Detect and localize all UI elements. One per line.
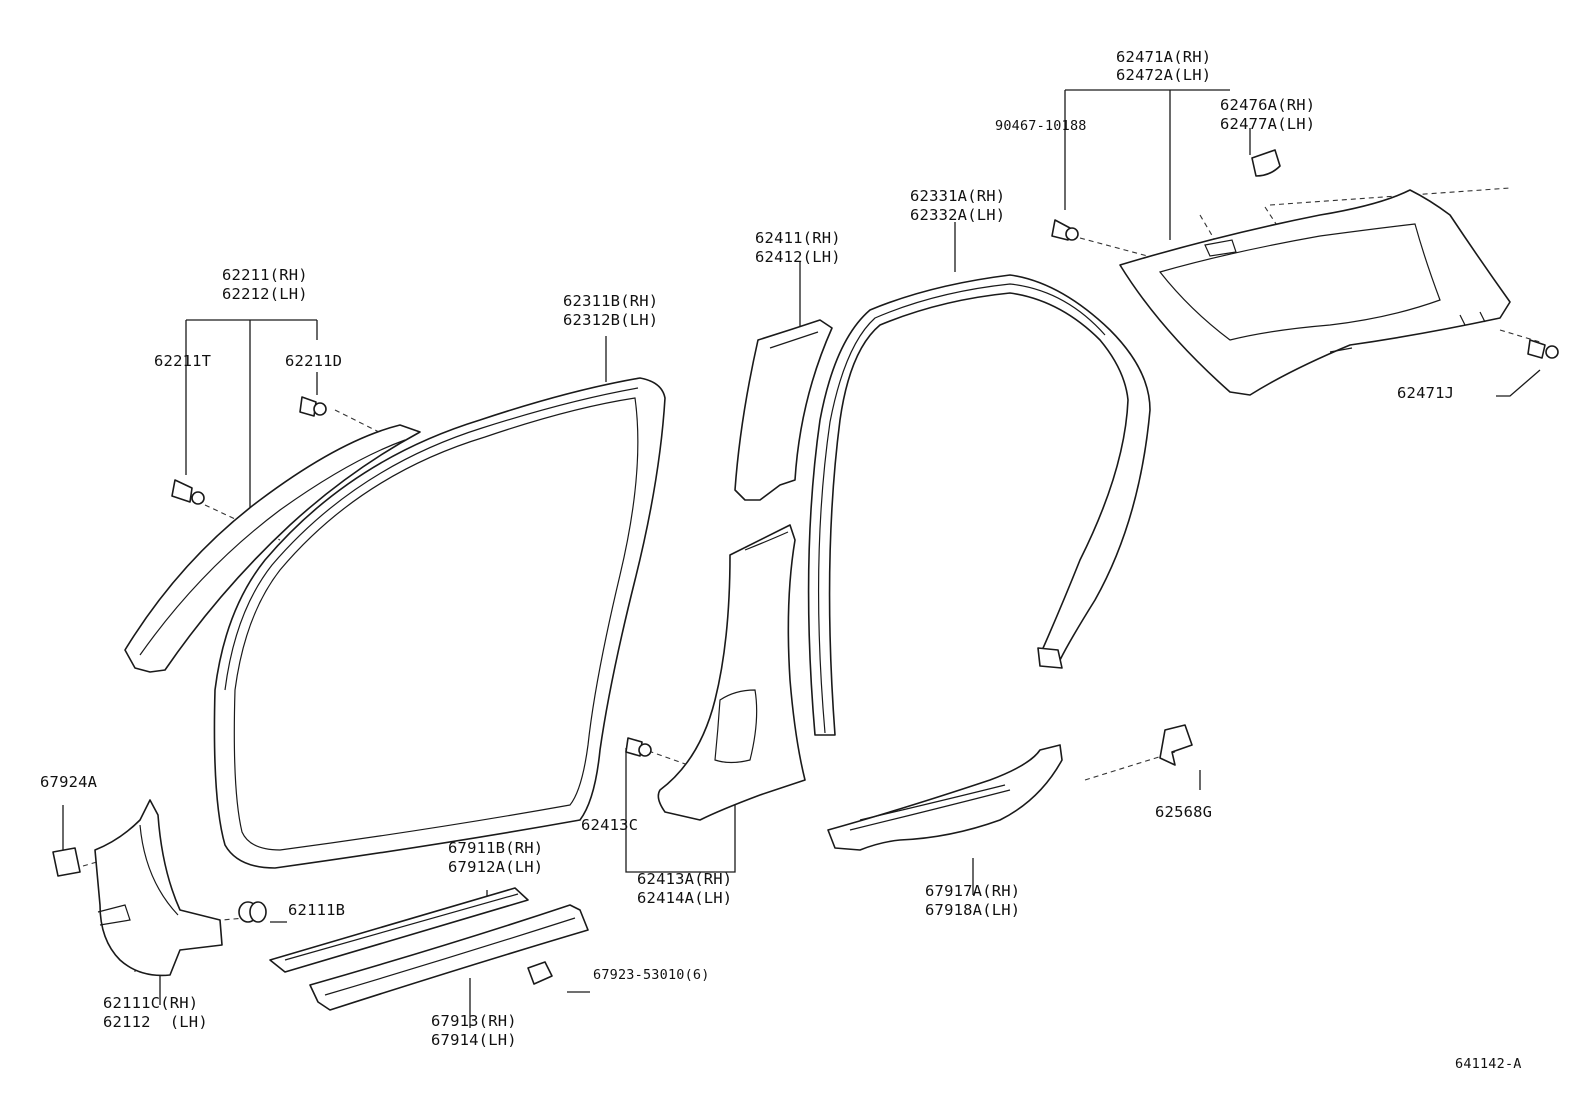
label-67914: 67914(LH) xyxy=(431,1031,517,1049)
label-62472A: 62472A(LH) xyxy=(1116,66,1211,84)
center-pillar-lower-62413A xyxy=(657,524,806,821)
clip-62211T xyxy=(171,479,205,505)
clip-67923 xyxy=(527,961,553,985)
scuff-plate-67913 xyxy=(309,904,589,1011)
clip-62413C xyxy=(625,737,652,757)
label-62471A: 62471A(RH) xyxy=(1116,48,1211,66)
scuff-plate-67917A xyxy=(827,744,1063,851)
label-diagram-id: 641142-A xyxy=(1455,1056,1522,1072)
label-67924A: 67924A xyxy=(40,773,98,791)
cowl-side-trim-62111C xyxy=(94,799,223,977)
clip-90467-10188 xyxy=(1051,219,1079,241)
clip-62471J xyxy=(1527,339,1559,359)
label-67923-53010: 67923-53010(6) xyxy=(593,967,710,983)
label-62211D: 62211D xyxy=(285,352,342,370)
rear-pillar-garnish-62471A xyxy=(1119,189,1511,396)
center-pillar-upper-62411 xyxy=(734,319,833,501)
label-62212: 62212(LH) xyxy=(222,285,308,303)
clip-62211D xyxy=(299,396,327,417)
label-62311B: 62311B(RH) xyxy=(563,292,658,310)
scuff-plate-67911B xyxy=(269,887,529,973)
part-labels: 62471A(RH) 62472A(LH) 90467-10188 62476A… xyxy=(40,48,1522,1072)
label-67913: 67913(RH) xyxy=(431,1012,517,1030)
label-62471J: 62471J xyxy=(1397,384,1454,402)
label-67912A: 67912A(LH) xyxy=(448,858,543,876)
cover-62476A xyxy=(1251,149,1281,177)
label-62411: 62411(RH) xyxy=(755,229,841,247)
clip-62111B xyxy=(238,901,267,923)
label-62414A: 62414A(LH) xyxy=(637,889,732,907)
label-90467-10188: 90467-10188 xyxy=(995,118,1087,134)
label-62413A: 62413A(RH) xyxy=(637,870,732,888)
front-pillar-garnish-62211 xyxy=(124,424,421,673)
clip-62568G xyxy=(1159,724,1193,766)
label-62211: 62211(RH) xyxy=(222,266,308,284)
door-opening-trim-62331A xyxy=(807,274,1151,736)
label-67918A: 67918A(LH) xyxy=(925,901,1020,919)
label-62412: 62412(LH) xyxy=(755,248,841,266)
clip-67924A xyxy=(52,847,81,877)
label-62312B: 62312B(LH) xyxy=(563,311,658,329)
label-62211T: 62211T xyxy=(154,352,211,370)
label-62112: 62112 (LH) xyxy=(103,1013,208,1031)
label-67911B: 67911B(RH) xyxy=(448,839,543,857)
door-opening-trim-62311B xyxy=(213,377,666,869)
label-67917A: 67917A(RH) xyxy=(925,882,1020,900)
label-62332A: 62332A(LH) xyxy=(910,206,1005,224)
label-62476A: 62476A(RH) xyxy=(1220,96,1315,114)
label-62413C: 62413C xyxy=(581,816,638,834)
label-62331A: 62331A(RH) xyxy=(910,187,1005,205)
label-62568G: 62568G xyxy=(1155,803,1212,821)
label-62111B: 62111B xyxy=(288,901,345,919)
label-62477A: 62477A(LH) xyxy=(1220,115,1315,133)
label-62111C: 62111C(RH) xyxy=(103,994,198,1012)
